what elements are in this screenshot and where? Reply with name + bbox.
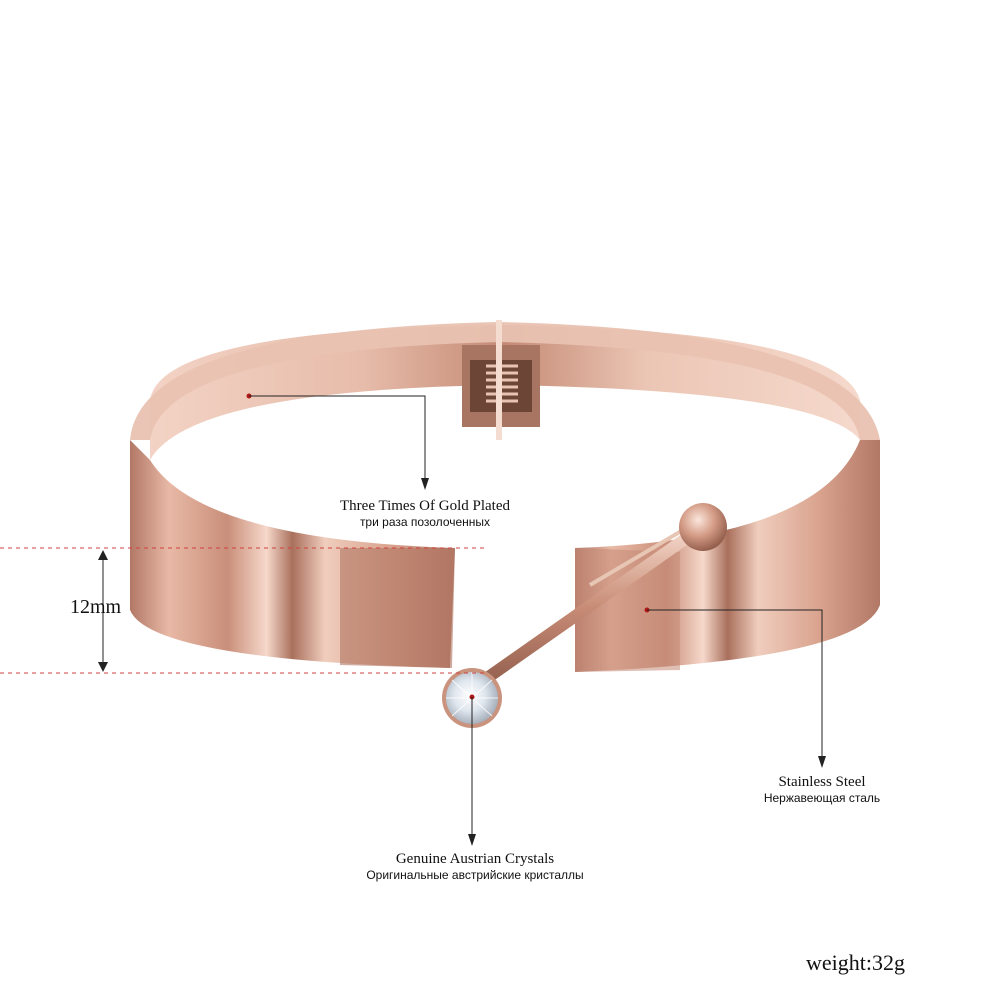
- callout-gold-plated: Three Times Of Gold Plated три раза позо…: [300, 498, 550, 529]
- callout-steel-ru: Нержавеющая сталь: [763, 791, 881, 805]
- callout-stainless-steel: Stainless Steel Нержавеющая сталь: [722, 774, 922, 805]
- closure-rod: [464, 519, 711, 696]
- bangle-inner-back: [150, 325, 860, 460]
- leader-gold: [249, 395, 426, 484]
- callout-crystal-en: Genuine Austrian Crystals: [395, 851, 555, 867]
- leader-steel: [647, 609, 823, 762]
- width-dimension-label: 12mm: [70, 596, 122, 618]
- weight-label: weight:32g: [806, 950, 905, 975]
- dim-arrow-bottom: [98, 662, 108, 672]
- callout-gold-en: Three Times Of Gold Plated: [340, 498, 510, 514]
- bangle-left-terminal: [340, 548, 455, 668]
- callout-austrian-crystals: Genuine Austrian Crystals Оригинальные а…: [330, 851, 620, 882]
- callout-crystal-ru: Оригинальные австрийские кристаллы: [366, 868, 584, 882]
- callout-steel-en: Stainless Steel: [778, 774, 866, 790]
- bangle-top-rim: [130, 322, 880, 440]
- hinge-seam: [496, 320, 502, 440]
- dim-arrow-top: [98, 550, 108, 560]
- rod-ball-end: [679, 503, 727, 551]
- callout-gold-ru: три раза позолоченных: [359, 515, 491, 529]
